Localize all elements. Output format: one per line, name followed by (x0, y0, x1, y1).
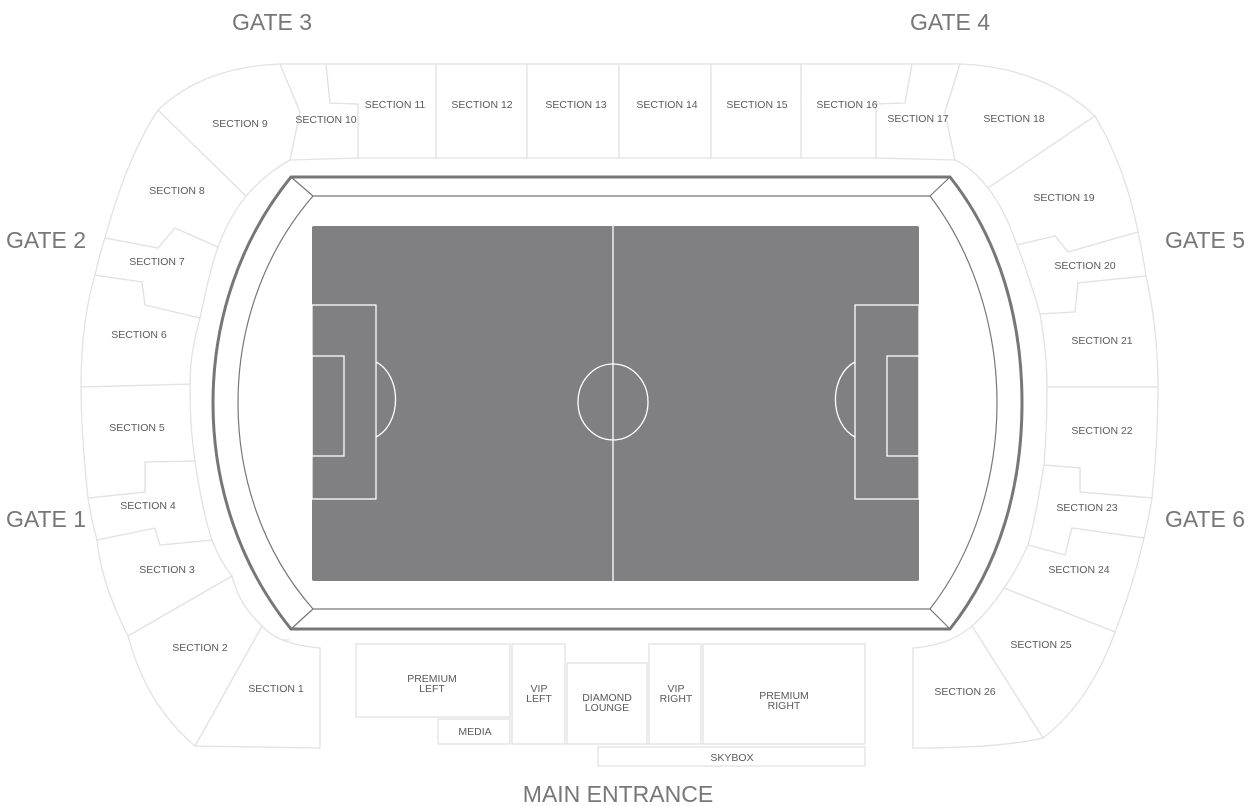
left-goal-area (311, 355, 345, 457)
premium-left-box[interactable] (355, 643, 511, 718)
rim-corner-tl (290, 176, 314, 197)
section-13[interactable] (526, 63, 620, 159)
gate-1-label: GATE 1 (6, 506, 86, 532)
media-box[interactable] (437, 718, 511, 745)
rim-corner-br (929, 608, 951, 630)
section-1[interactable] (193, 624, 321, 749)
section-14[interactable] (618, 63, 712, 159)
rim-corner-tr (929, 176, 951, 197)
gate-2-label: GATE 2 (6, 227, 86, 253)
section-5[interactable] (80, 383, 196, 499)
premium-right-box[interactable] (702, 643, 866, 745)
gate-6-label: GATE 6 (1165, 506, 1245, 532)
section-4[interactable] (87, 460, 213, 546)
section-15[interactable] (710, 63, 802, 159)
section-6[interactable] (80, 274, 201, 388)
diamond-lounge-box[interactable] (566, 662, 648, 745)
skybox-box[interactable] (597, 746, 866, 767)
section-12[interactable] (435, 63, 528, 159)
gate-3-label: GATE 3 (232, 9, 312, 35)
center-circle (577, 363, 649, 441)
football-pitch (312, 226, 919, 581)
section-24[interactable] (1002, 527, 1145, 633)
gate-4-label: GATE 4 (910, 9, 990, 35)
section-8[interactable] (104, 108, 247, 249)
right-goal-area (886, 355, 920, 457)
section-9[interactable] (157, 63, 301, 197)
stadium-inner-track (237, 195, 998, 610)
section-3[interactable] (96, 527, 233, 637)
section-7[interactable] (94, 227, 219, 319)
vip-left-box[interactable] (511, 643, 566, 745)
section-2[interactable] (127, 575, 263, 748)
gate-5-label: GATE 5 (1165, 227, 1245, 253)
right-penalty-arc (834, 361, 856, 438)
left-penalty-arc (375, 361, 397, 438)
section-26[interactable] (912, 625, 1045, 749)
rim-corner-bl (290, 608, 314, 630)
section-25[interactable] (971, 587, 1116, 739)
main-entrance-label: MAIN ENTRANCE (523, 781, 713, 806)
vip-right-box[interactable] (648, 643, 702, 745)
